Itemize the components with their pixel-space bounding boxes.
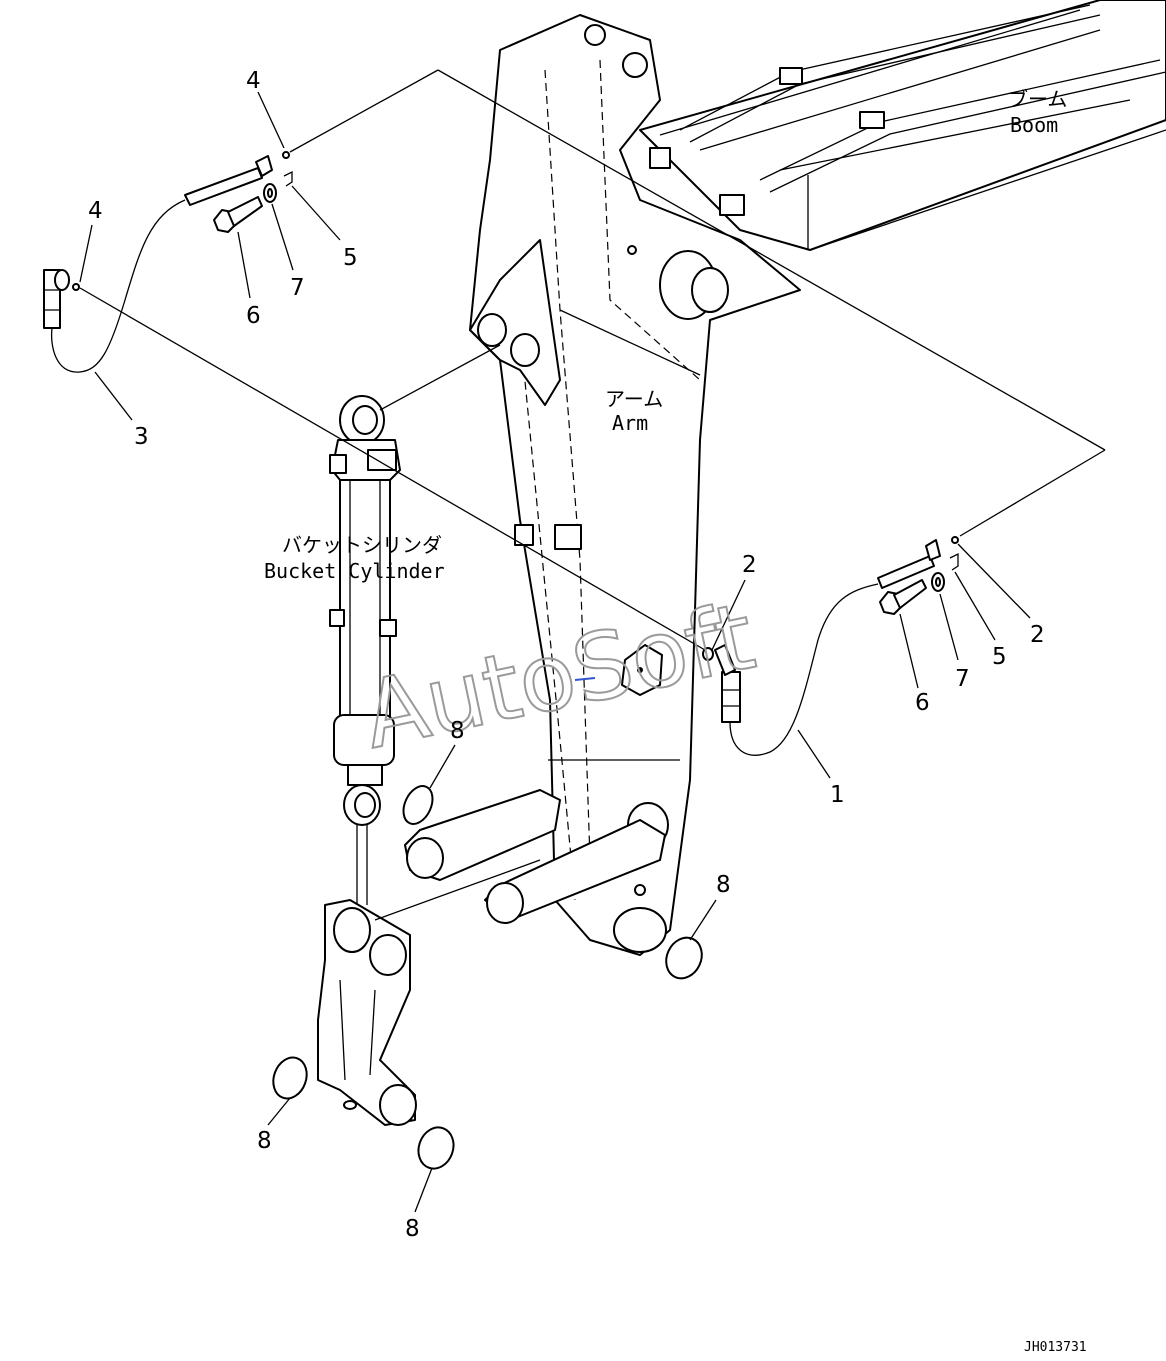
callout-3: 3 [134, 424, 149, 450]
arm-structure [469, 14, 801, 956]
o-ring-bottom [417, 1126, 455, 1170]
callout-4-top: 4 [246, 68, 261, 94]
callout-8-mid: 8 [450, 718, 465, 744]
o-ring-lower-left [272, 1056, 308, 1100]
bucket-cylinder [329, 395, 401, 905]
drawing-code: JH013731 [1024, 1340, 1087, 1355]
o-ring-mid [402, 785, 434, 825]
callout-5-left: 5 [343, 245, 358, 271]
boom-structure [639, 0, 1166, 251]
o-rings [272, 785, 703, 1170]
callout-6-right: 6 [915, 690, 930, 716]
boom-label-en: Boom [1010, 113, 1058, 137]
callout-8-bottom: 8 [405, 1216, 420, 1242]
callout-2-mid: 2 [742, 552, 757, 578]
bucket-cylinder-label-en: Bucket Cylinder [264, 559, 445, 583]
sensor-group-right [702, 536, 959, 756]
leader-lines [79, 69, 1106, 1213]
callout-1: 1 [830, 782, 845, 808]
callout-8-lower-left: 8 [257, 1128, 272, 1154]
sensor-group-left [43, 151, 293, 373]
callout-8-right: 8 [716, 872, 731, 898]
link-assembly [404, 789, 666, 924]
bucket-cylinder-label-jp: バケットシリンダ [282, 533, 442, 557]
callout-5-right: 5 [992, 644, 1007, 670]
callout-2-right: 2 [1030, 622, 1045, 648]
callout-6-left: 6 [246, 303, 261, 329]
bucket-link-bracket [317, 899, 417, 1126]
arm-label-en: Arm [612, 411, 648, 435]
callout-7-left: 7 [290, 275, 305, 301]
boom-label-jp: ブーム [1008, 87, 1067, 111]
arm-label-jp: アーム [605, 387, 663, 411]
callout-4-left: 4 [88, 198, 103, 224]
callout-7-right: 7 [955, 666, 970, 692]
o-ring-right [665, 936, 703, 980]
